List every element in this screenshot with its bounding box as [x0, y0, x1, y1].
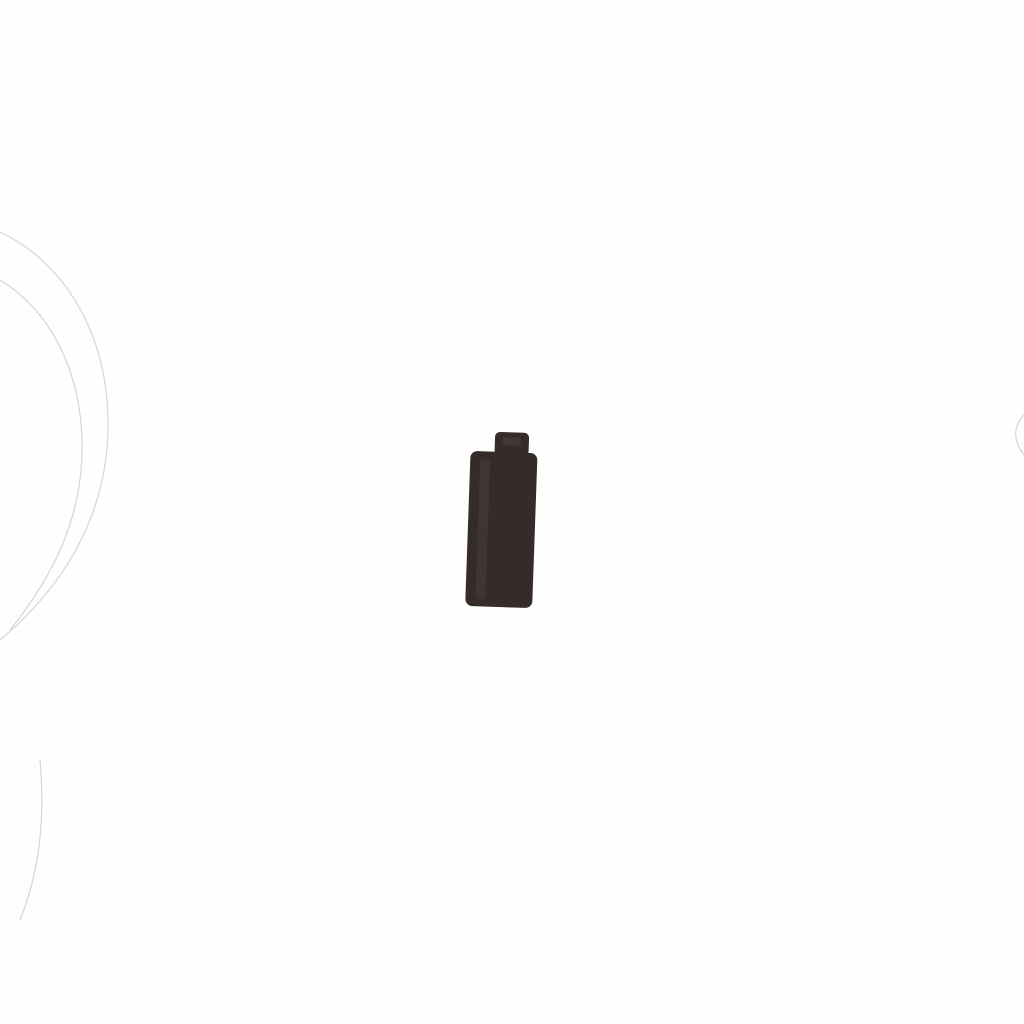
- cylinder-highlight: [475, 459, 491, 600]
- dark-cylinder-object: [465, 431, 538, 608]
- faint-curved-lines: [0, 231, 1024, 921]
- neck-detail: [502, 437, 521, 446]
